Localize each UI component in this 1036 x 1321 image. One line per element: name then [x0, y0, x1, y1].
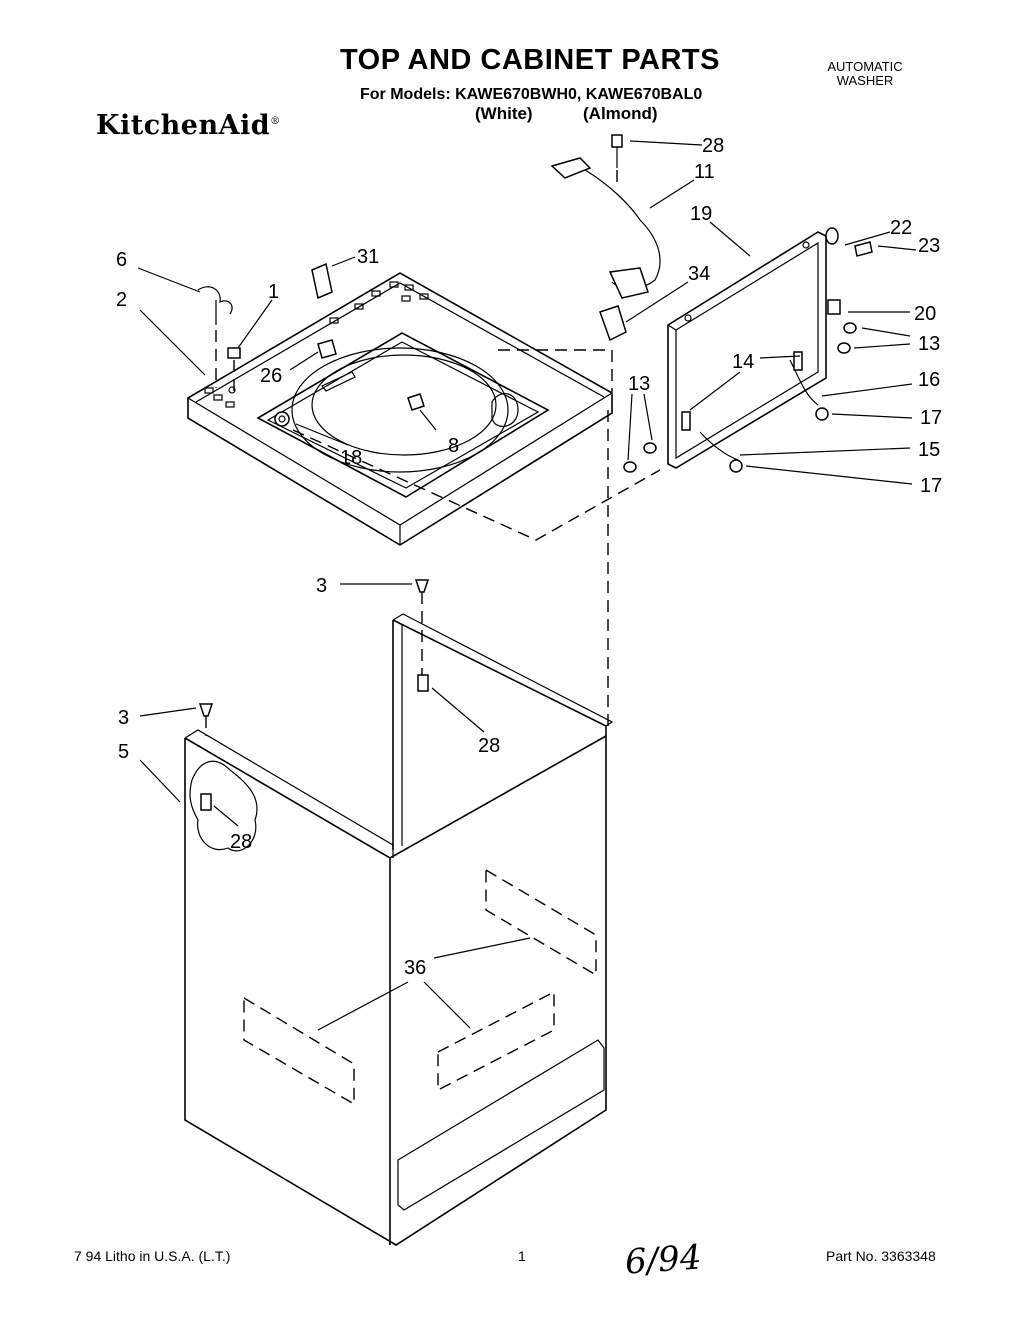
callout-17-upper: 17 [920, 407, 942, 429]
product-type-label: AUTOMATIC WASHER [827, 59, 903, 88]
callout-34: 34 [688, 263, 710, 285]
page-number: 1 [518, 1248, 526, 1264]
callout-15: 15 [918, 439, 940, 461]
part-number: Part No. 3363348 [826, 1248, 936, 1264]
page-title: TOP AND CABINET PARTS [339, 44, 720, 76]
callout-36: 36 [404, 957, 426, 979]
callout-17-lower: 17 [920, 475, 942, 497]
callout-26: 26 [260, 365, 282, 387]
cabinet-drawing [184, 613, 614, 1246]
handwritten-date: 6/94 [623, 1237, 703, 1283]
callout-20: 20 [914, 303, 936, 325]
model-numbers: For Models: KAWE670BWH0, KAWE670BAL0 [360, 86, 703, 103]
callout-28-top: 28 [702, 135, 724, 157]
print-info: 7 94 Litho in U.S.A. (L.T.) [74, 1248, 231, 1264]
callout-16: 16 [918, 369, 940, 391]
callout-23: 23 [918, 235, 940, 257]
callout-2: 2 [116, 289, 127, 311]
callout-28-cabinet-top: 28 [478, 735, 500, 757]
callout-8: 8 [448, 435, 459, 457]
alignment-lines [205, 170, 661, 736]
brand-logo: KitchenAid® [96, 110, 281, 141]
callout-labels: 28 11 19 22 23 6 31 1 2 34 20 13 14 16 2… [116, 135, 942, 979]
callout-13-right: 13 [918, 333, 940, 355]
callout-31: 31 [357, 246, 379, 268]
small-parts [197, 134, 873, 811]
callout-13-left: 13 [628, 373, 650, 395]
callout-19: 19 [690, 203, 712, 225]
console-frame-drawing [667, 231, 841, 469]
callout-5: 5 [118, 741, 129, 763]
top-panel-drawing [187, 272, 613, 546]
callout-22: 22 [890, 217, 912, 239]
color-almond-label: (Almond) [583, 104, 658, 123]
callout-3-upper: 3 [316, 575, 327, 597]
callout-28-cabinet-side: 28 [230, 831, 252, 853]
callout-11: 11 [694, 161, 715, 183]
callout-18: 18 [340, 447, 362, 469]
brand-name: KitchenAid [96, 110, 271, 141]
callout-6: 6 [116, 249, 127, 271]
callout-3-lower: 3 [118, 707, 129, 729]
registered-mark-icon: ® [270, 116, 281, 127]
callout-1: 1 [268, 281, 279, 303]
callout-14: 14 [732, 351, 754, 373]
color-white-label: (White) [475, 104, 533, 123]
leader-lines [137, 140, 917, 1031]
